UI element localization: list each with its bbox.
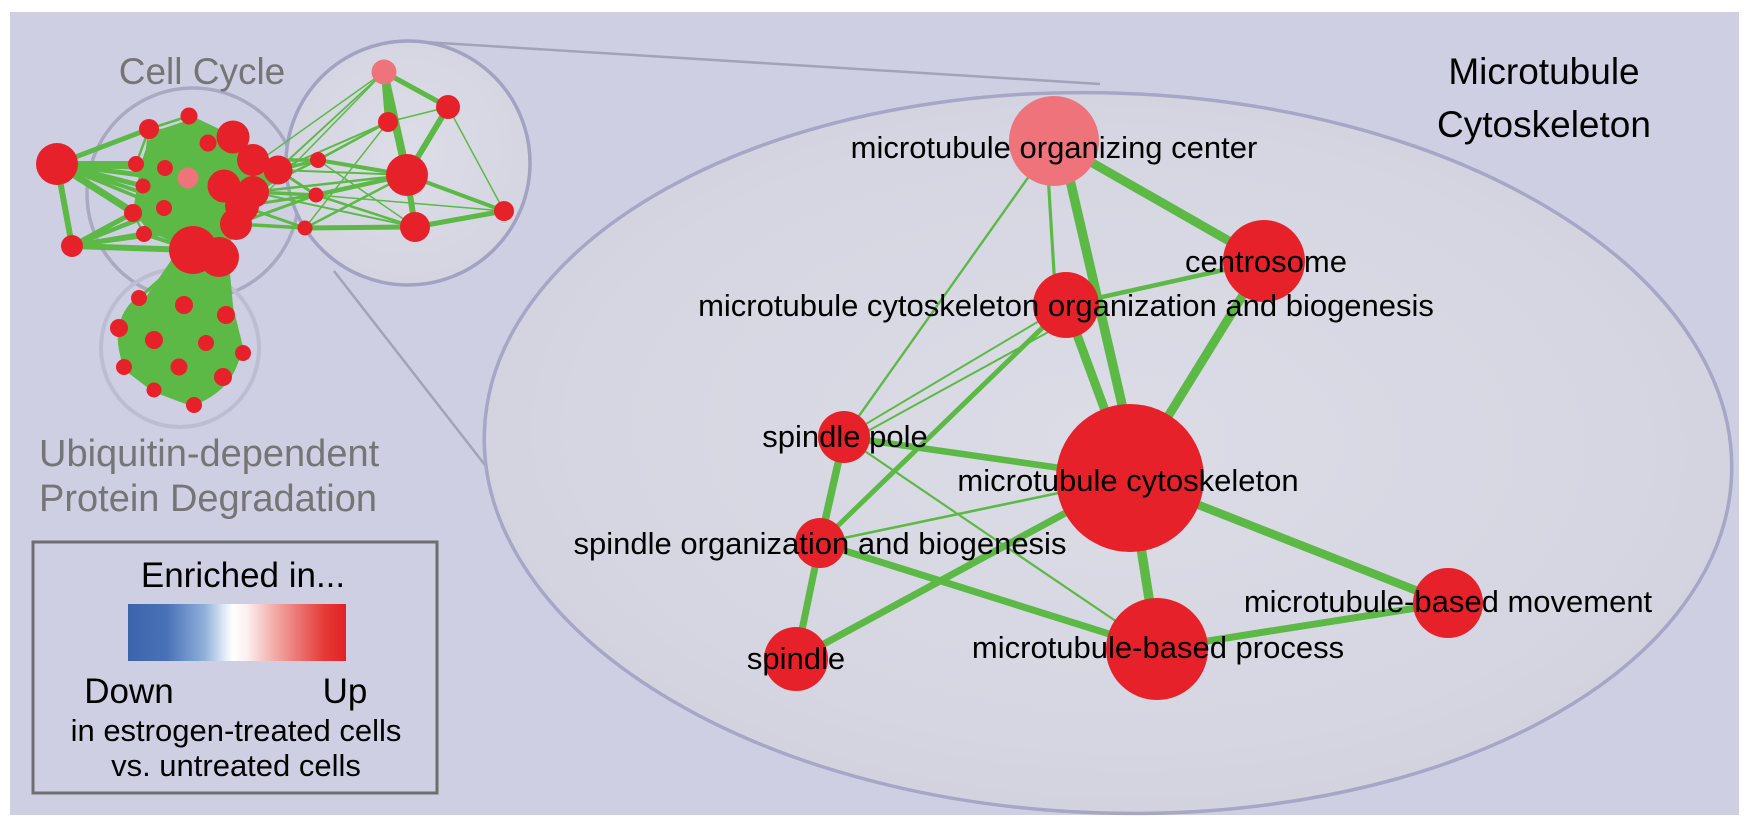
svg-text:microtubule-based movement: microtubule-based movement <box>1244 584 1653 619</box>
svg-text:spindle pole: spindle pole <box>762 419 927 454</box>
svg-text:in estrogen-treated cells: in estrogen-treated cells <box>71 713 402 748</box>
svg-text:Protein Degradation: Protein Degradation <box>39 478 377 520</box>
svg-text:Down: Down <box>84 672 173 711</box>
svg-text:Cell Cycle: Cell Cycle <box>119 51 286 92</box>
svg-text:Up: Up <box>323 672 368 711</box>
svg-text:spindle organization and bioge: spindle organization and biogenesis <box>574 526 1067 561</box>
svg-text:Ubiquitin-dependent: Ubiquitin-dependent <box>39 433 380 475</box>
svg-text:centrosome: centrosome <box>1185 244 1347 279</box>
svg-text:Enriched in...: Enriched in... <box>141 556 345 595</box>
svg-text:microtubule cytoskeleton organ: microtubule cytoskeleton organization an… <box>698 288 1434 323</box>
svg-text:microtubule organizing center: microtubule organizing center <box>851 130 1258 165</box>
svg-text:Microtubule: Microtubule <box>1448 51 1639 92</box>
svg-text:microtubule cytoskeleton: microtubule cytoskeleton <box>957 463 1298 498</box>
svg-text:spindle: spindle <box>747 641 845 676</box>
svg-text:vs. untreated cells: vs. untreated cells <box>111 748 361 783</box>
svg-text:Cytoskeleton: Cytoskeleton <box>1437 104 1651 145</box>
svg-text:microtubule-based process: microtubule-based process <box>972 630 1344 665</box>
